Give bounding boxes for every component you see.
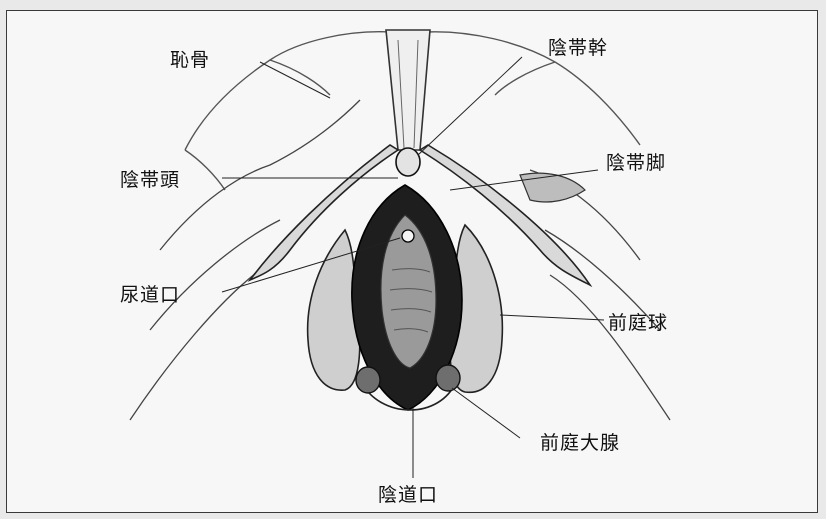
vestibular-bulb-label: 前庭球 [608,308,668,335]
clitoris-body-shape [386,30,430,150]
clitoris-glans-label: 陰帯頭 [120,165,180,192]
clitoris-body-label: 陰帯幹 [548,33,608,60]
urethral-opening-label: 尿道口 [120,280,180,307]
clitoris-glans-shape [396,148,420,176]
pubic-bone-label: 恥骨 [170,45,210,72]
left-bartholin-shape [356,367,380,393]
right-bartholin-shape [436,365,460,391]
clitoris-crus-label: 陰帯脚 [606,148,666,175]
urethral-opening-shape [402,230,414,242]
vaginal-opening-label: 陰道口 [378,480,438,507]
bartholin-gland-label: 前庭大腺 [540,428,620,455]
